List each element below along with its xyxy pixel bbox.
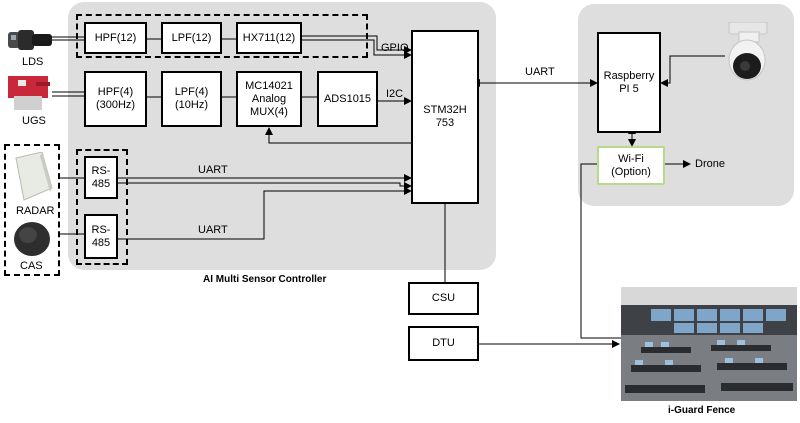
- ugs-hpf-box: HPF(4) (300Hz): [84, 71, 147, 127]
- lds-label: LDS: [22, 56, 44, 68]
- lds-hpf-box: HPF(12): [84, 22, 147, 54]
- uart-cas-label: UART: [198, 224, 228, 236]
- rs485-radar-box: RS- 485: [84, 156, 118, 199]
- ugs-lpf-box: LPF(4) (10Hz): [161, 71, 222, 127]
- gpio-wire-1: [302, 35, 412, 54]
- ads1015-box: ADS1015: [317, 71, 378, 127]
- controller-title: AI Multi Sensor Controller: [203, 274, 327, 285]
- radar-sensor-image: [15, 152, 53, 201]
- hx711-box: HX711(12): [236, 22, 302, 54]
- mcu-mux-control-wire: [265, 127, 411, 144]
- gpio-label: GPIO: [381, 42, 409, 54]
- lds-chain-group: [76, 14, 368, 58]
- ugs-label: UGS: [22, 115, 46, 127]
- wifi-ground-wire: [580, 163, 622, 339]
- ugs-sensor-image: [8, 76, 50, 110]
- uart-radar-label: UART: [198, 164, 228, 176]
- lds-sensor-image: [8, 30, 52, 50]
- radar-cas-group: [4, 144, 60, 276]
- dtu-box: DTU: [408, 326, 479, 361]
- raspberry-pi-box: Raspberry PI 5: [597, 32, 661, 133]
- stm32-mcu-box: STM32H 753: [411, 30, 479, 204]
- ptz-camera-image: [728, 22, 768, 81]
- lds-lpf-box: LPF(12): [161, 22, 222, 54]
- cas-sensor-image: [14, 222, 50, 256]
- uart-radar-wire-2: [118, 182, 412, 190]
- csu-box: CSU: [408, 282, 479, 315]
- i2c-label: I2C: [386, 88, 404, 100]
- radar-label: RADAR: [16, 205, 55, 217]
- uart-cas-wire: [118, 187, 412, 240]
- gpio-wire-2: [302, 39, 412, 59]
- drone-label: Drone: [695, 158, 725, 170]
- camera-pi-wire: [660, 55, 725, 87]
- rs485-cas-box: RS- 485: [84, 214, 118, 259]
- cas-label: CAS: [20, 260, 43, 272]
- control-room-image: [621, 287, 797, 401]
- rs485-group: [76, 149, 128, 265]
- analog-mux-box: MC14021 Analog MUX(4): [236, 71, 302, 127]
- control-room-label: i-Guard Fence: [668, 405, 736, 416]
- wifi-box: Wi-Fi (Option): [597, 146, 665, 185]
- uart-pi-label: UART: [525, 66, 555, 78]
